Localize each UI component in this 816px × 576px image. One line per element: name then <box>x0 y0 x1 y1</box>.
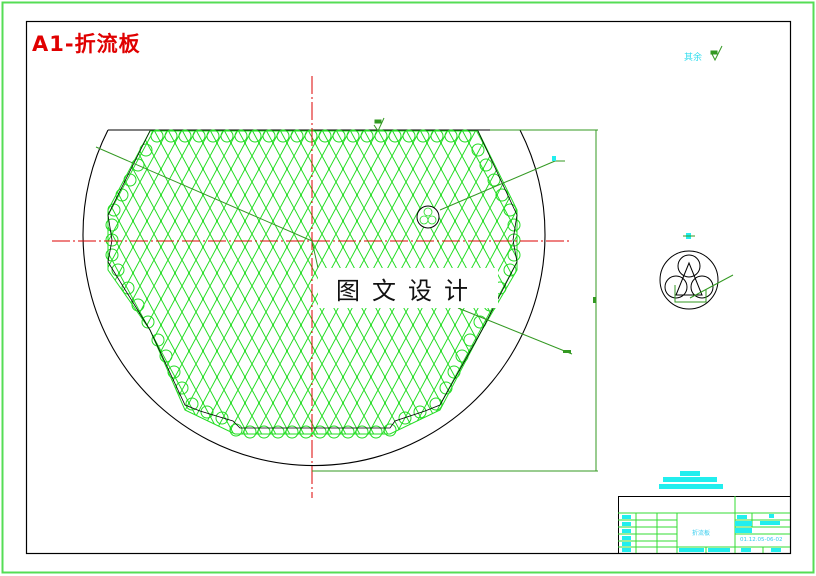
drawing-title: A1-折流板 <box>32 32 141 56</box>
leader-tag-lower <box>563 350 571 353</box>
dimension-text-vertical <box>593 297 596 303</box>
detail-view-dimensions <box>674 274 734 303</box>
drawing-frame <box>25 20 792 555</box>
roughness-note: 其余 <box>684 53 703 63</box>
title-block <box>618 496 791 554</box>
part-name: 折流板 <box>692 530 711 537</box>
title-block-labels <box>622 514 781 552</box>
title-stamp <box>659 471 723 489</box>
roughness-symbol <box>710 45 723 62</box>
drawing-number: 01.12.05-06-02 <box>740 537 783 543</box>
hole-detail-circle <box>416 205 440 229</box>
surface-finish-mark-top <box>373 117 385 133</box>
baffle-plate-outline <box>82 129 546 466</box>
watermark-text: 图文设计 <box>318 268 498 308</box>
leader-tag-upper <box>552 156 556 161</box>
detail-view <box>659 250 719 310</box>
